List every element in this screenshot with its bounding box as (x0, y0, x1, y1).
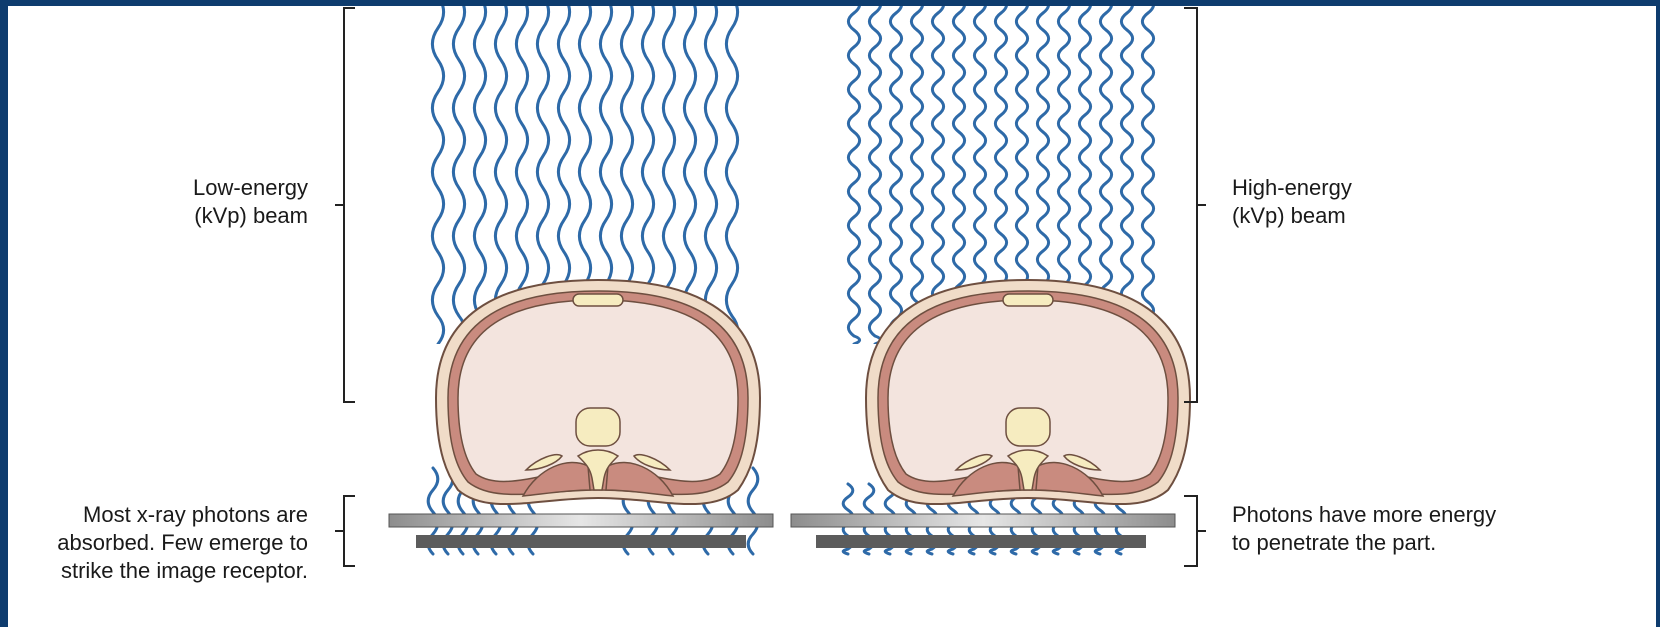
label-photons-absorbed: Most x-ray photons are absorbed. Few eme… (57, 501, 308, 585)
photon-wave (869, 6, 880, 344)
image-receptor-right (816, 535, 1146, 548)
filter-plate-right (791, 514, 1175, 527)
bracket-absorbed (335, 496, 355, 566)
label-photons-penetrate: Photons have more energy to penetrate th… (1232, 501, 1496, 557)
label-low-energy-beam: Low-energy (kVp) beam (193, 174, 308, 230)
photon-wave (911, 6, 922, 344)
photon-wave (1121, 6, 1132, 344)
label-high-energy-beam: High-energy (kVp) beam (1232, 174, 1352, 230)
bracket-high-energy (1184, 8, 1206, 402)
photon-wave (474, 6, 485, 344)
photon-wave (1142, 6, 1153, 344)
photon-wave (848, 6, 859, 344)
body-cross-section-left (436, 280, 760, 504)
photon-wave-exit (748, 468, 758, 554)
photon-wave (726, 6, 737, 344)
image-receptor-left (416, 535, 746, 548)
photon-wave (432, 6, 443, 344)
diagram-frame: Low-energy (kVp) beam High-energy (kVp) … (8, 6, 1656, 627)
filter-plate-left (389, 514, 773, 527)
bracket-penetrate (1184, 496, 1206, 566)
body-cross-section-right (866, 280, 1190, 504)
photon-wave (705, 6, 716, 344)
photon-wave (453, 6, 464, 344)
photon-wave (890, 6, 901, 344)
photon-wave (495, 6, 506, 344)
bracket-low-energy (335, 8, 355, 402)
